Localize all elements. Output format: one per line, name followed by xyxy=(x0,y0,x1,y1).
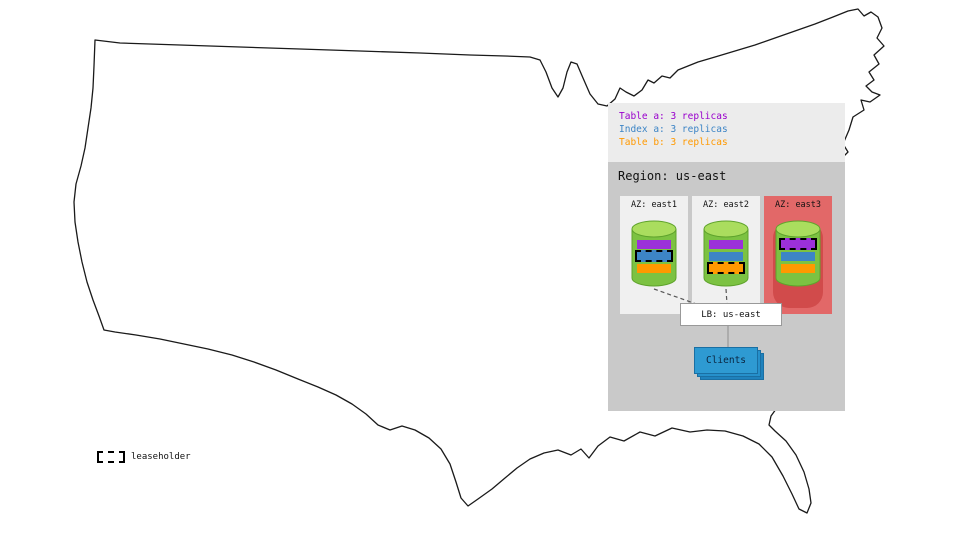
legend-item-table-b: Table b: 3 replicas xyxy=(619,137,728,148)
az-box-east2: AZ: east2 xyxy=(692,196,760,314)
legend-item-index-a: Index a: 3 replicas xyxy=(619,124,728,135)
replica-bar-index-a-leaseholder xyxy=(635,250,673,262)
replica-bar-table-a xyxy=(637,240,671,249)
replica-bar-table-a xyxy=(709,240,743,249)
load-balancer-box: LB: us-east xyxy=(680,303,782,326)
leaseholder-label: leaseholder xyxy=(131,452,191,462)
az-label-east2: AZ: east2 xyxy=(702,200,750,210)
replica-bar-index-a xyxy=(781,252,815,261)
clients-box: Clients xyxy=(694,347,758,374)
legend-item-table-a: Table a: 3 replicas xyxy=(619,111,728,122)
az-box-east1: AZ: east1 xyxy=(620,196,688,314)
replica-bar-index-a xyxy=(709,252,743,261)
replica-bar-table-b-leaseholder xyxy=(707,262,745,274)
leaseholder-swatch xyxy=(97,451,125,463)
region-box: Region: us-east AZ: east1 AZ: east2 xyxy=(608,162,845,411)
region-title: Region: us-east xyxy=(618,169,727,183)
replica-legend: Table a: 3 replicas Index a: 3 replicas … xyxy=(608,103,845,162)
replica-bar-table-a-leaseholder xyxy=(779,238,817,250)
az-label-east3: AZ: east3 xyxy=(774,200,822,210)
leaseholder-legend: leaseholder xyxy=(97,451,191,463)
az-label-east1: AZ: east1 xyxy=(630,200,678,210)
az-box-east3: AZ: east3 xyxy=(764,196,832,314)
replica-bar-table-b xyxy=(637,264,671,273)
replica-bar-table-b xyxy=(781,264,815,273)
